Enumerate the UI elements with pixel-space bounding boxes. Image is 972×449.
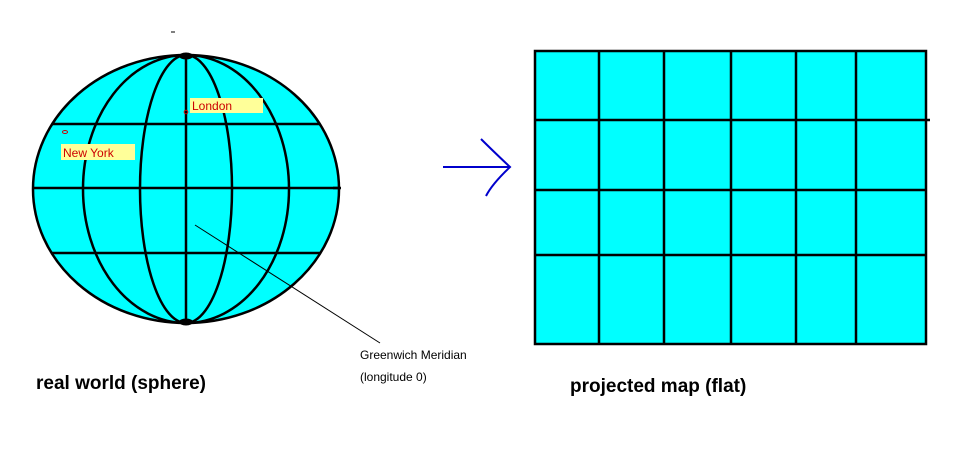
meridian-line xyxy=(81,55,291,323)
city-london: London xyxy=(183,98,263,115)
map-caption: projected map (flat) xyxy=(570,376,746,397)
meridian-line xyxy=(138,55,234,323)
north-pole-marker xyxy=(179,52,193,60)
meridian-leader-line xyxy=(194,224,381,344)
arrow-right-icon xyxy=(443,138,512,197)
meridian-annotation-line2: (longitude 0) xyxy=(360,370,427,384)
new-york-dot xyxy=(62,130,68,134)
new-york-label-bg xyxy=(61,144,135,160)
london-dot xyxy=(183,109,189,115)
globe-caption: real world (sphere) xyxy=(36,373,206,394)
meridian-annotation-line1: Greenwich Meridian xyxy=(360,348,467,362)
new-york-label: New York xyxy=(63,146,115,160)
map-gridlines xyxy=(535,51,930,344)
london-label: London xyxy=(192,99,232,113)
south-pole-marker xyxy=(179,318,193,326)
flat-map xyxy=(533,49,930,346)
london-label-bg xyxy=(190,98,263,113)
city-new-york: New York xyxy=(61,130,135,160)
globe-gridlines xyxy=(33,55,339,323)
globe: London New York xyxy=(31,52,341,326)
